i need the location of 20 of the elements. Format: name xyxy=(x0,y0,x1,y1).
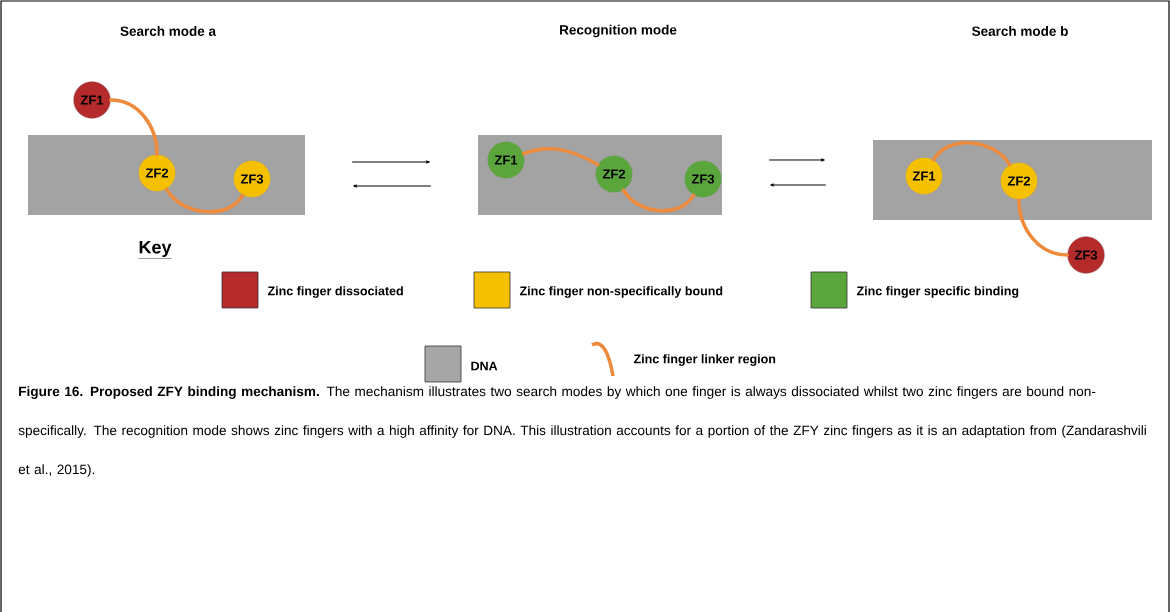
linker-line xyxy=(621,188,696,213)
arrow xyxy=(351,160,430,164)
linker-line xyxy=(521,147,600,167)
legend-text: Zinc finger linker region xyxy=(633,354,776,366)
mode-heading: Recognition mode xyxy=(560,24,677,38)
legend-text: Zinc finger dissociated xyxy=(267,286,403,298)
linker-line xyxy=(1017,197,1070,257)
caption: Figure 16. Proposed ZFY binding mechanism. The mechanism illustrates two search modes by which one finger is always dissociated whilst two zinc fingers are bound non-specifically. The recognition mode shows zinc fingers with a high affinity for DNA. This illustration accounts for a portion of the ZFY zinc fingers as it is an adaptation from (Zandarashvili et al., 2015). xyxy=(18,386,1146,477)
mode-heading: Search mode a xyxy=(120,26,217,36)
linker-line xyxy=(164,187,245,214)
arrow xyxy=(353,184,432,188)
key-heading: Key xyxy=(138,240,172,259)
linker-line xyxy=(931,141,1012,167)
legend-text: Zinc finger specific binding xyxy=(856,286,1019,298)
arrow xyxy=(768,158,825,162)
legend-text: DNA xyxy=(471,361,498,371)
arrow xyxy=(770,183,827,187)
legend-text: Zinc finger non-specifically bound xyxy=(519,286,723,298)
linker-line xyxy=(108,98,159,157)
mode-heading: Search mode b xyxy=(972,26,1068,36)
